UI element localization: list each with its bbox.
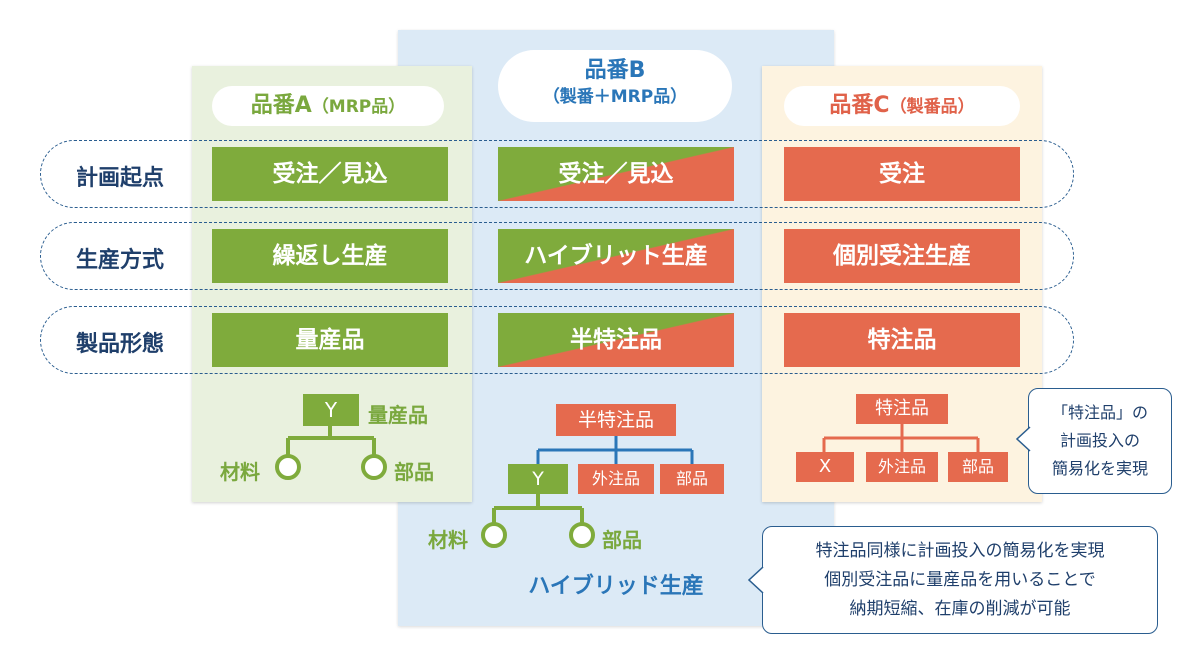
row-label-planning: 計画起点 (75, 166, 164, 191)
tree-a-top-label: 量産品 (368, 403, 428, 427)
callout-small-line-3: 簡易化を実現 (1051, 459, 1148, 478)
tree-b-right-label: 部品 (602, 528, 642, 552)
header-hinban-a: 品番A（MRP品） (212, 86, 444, 126)
cell-b-production: ハイブリット生産 (498, 229, 734, 283)
callout-small-pointer (1016, 426, 1031, 452)
header-hinban-b: 品番B （製番＋MRP品） (498, 50, 732, 122)
callout-special-order: 「特注品」の 計画投入の 簡易化を実現 (1028, 388, 1172, 494)
header-b-title: 品番B (584, 58, 646, 83)
callout-large-line-3: 納期短縮、在庫の削減が可能 (849, 599, 1071, 619)
tree-a-right-label: 部品 (394, 460, 434, 484)
tree-a-node-y: Y (303, 394, 359, 426)
callout-small-line-1: 「特注品」の (1051, 403, 1148, 422)
header-b-sub: （製番＋MRP品） (542, 87, 688, 107)
cell-a-production: 繰返し生産 (212, 229, 448, 283)
tree-b-node-part: 部品 (660, 464, 724, 494)
header-hinban-c: 品番C（製番品） (784, 86, 1020, 126)
cell-a-planning: 受注／見込 (212, 147, 448, 201)
tree-c-node-out: 外注品 (866, 452, 938, 482)
tree-a-left-label: 材料 (220, 460, 260, 484)
hybrid-label: ハイブリッド生産 (528, 574, 704, 599)
row-label-product: 製品形態 (75, 332, 164, 357)
callout-large-line-2: 個別受注品に量産品を用いることで (824, 570, 1096, 590)
header-a-title: 品番A (250, 93, 312, 118)
header-a-sub: （MRP品） (311, 97, 406, 117)
tree-b-circle-left (481, 522, 507, 548)
tree-b-circle-right (569, 522, 595, 548)
tree-c-node-top: 特注品 (856, 394, 948, 424)
tree-c-node-x: X (796, 452, 854, 482)
tree-c-node-part: 部品 (948, 452, 1008, 482)
row-label-production: 生産方式 (75, 248, 164, 273)
tree-a-circle-left (275, 454, 301, 480)
cell-c-product: 特注品 (784, 313, 1020, 367)
tree-b-left-label: 材料 (428, 528, 468, 552)
cell-b-planning: 受注／見込 (498, 147, 734, 201)
tree-a-circle-right (361, 454, 387, 480)
header-c-sub: （製番品） (889, 97, 975, 117)
callout-large-line-1: 特注品同様に計画投入の簡易化を実現 (815, 541, 1105, 561)
tree-b-node-out: 外注品 (578, 464, 654, 494)
row-band-product (40, 306, 1074, 374)
tree-b-node-top: 半特注品 (556, 404, 676, 436)
tree-b-node-y: Y (508, 464, 568, 494)
callout-hybrid-benefit: 特注品同様に計画投入の簡易化を実現 個別受注品に量産品を用いることで 納期短縮、… (762, 526, 1158, 634)
cell-c-production: 個別受注生産 (784, 229, 1020, 283)
cell-c-planning: 受注 (784, 147, 1020, 201)
cell-b-product: 半特注品 (498, 313, 734, 367)
header-c-title: 品番C (829, 93, 890, 118)
callout-large-pointer (748, 566, 764, 594)
row-band-planning (40, 140, 1074, 208)
row-band-production (40, 222, 1074, 290)
callout-small-line-2: 計画投入の (1059, 431, 1140, 450)
cell-a-product: 量産品 (212, 313, 448, 367)
